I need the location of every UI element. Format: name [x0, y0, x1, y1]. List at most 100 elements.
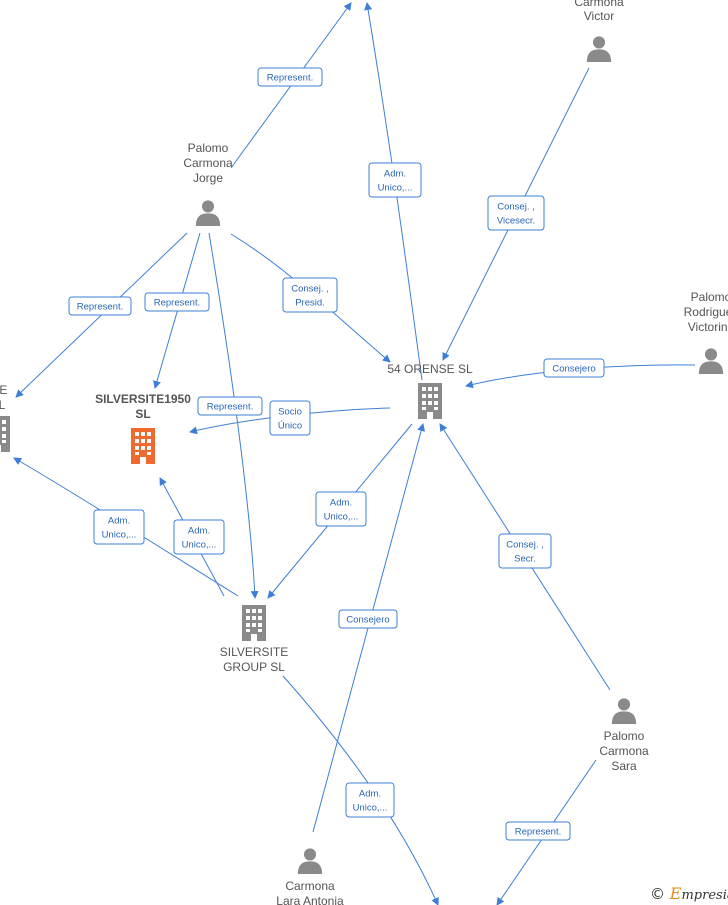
edge-label-box: [505, 821, 571, 841]
company-node[interactable]: 54 ORENSE SL: [387, 362, 473, 419]
node-label: SILVERSITE: [220, 645, 288, 659]
node-label: Carmona: [574, 0, 624, 9]
edge-label-box: [269, 400, 311, 436]
edge-label-box: [487, 195, 545, 231]
edge-label[interactable]: Represent.: [197, 396, 263, 416]
edge-label[interactable]: Consej. , Secr.: [498, 533, 552, 569]
edge-label-box: [338, 609, 398, 629]
edge-label-text: Adm.: [384, 169, 406, 180]
edge-label[interactable]: Consej. , Vicesecr.: [487, 195, 545, 231]
edge-label[interactable]: Consejero: [543, 358, 605, 378]
node-label: Carmona: [599, 744, 649, 758]
node-label: SL: [0, 398, 6, 412]
edge-label[interactable]: Represent.: [144, 292, 210, 312]
edge-label-text: Consej. ,: [291, 284, 329, 295]
node-label: SL: [135, 407, 150, 421]
edge-label-text: Unico,...: [378, 183, 413, 194]
edge-label-text: Represent.: [77, 302, 123, 313]
building-icon: [131, 428, 155, 464]
node-label: Carmona: [183, 156, 233, 170]
person-icon: [698, 348, 724, 374]
edge-label-text: Represent.: [207, 402, 253, 413]
edge-labels-layer: Represent. Adm. Unico,... Consej. , Vicesecr…: [68, 67, 605, 841]
edge-label-text: Unico,...: [102, 530, 137, 541]
edge-label[interactable]: Consejero: [338, 609, 398, 629]
edge-label[interactable]: Consej. , Presid.: [282, 277, 338, 313]
edge-label-box: [173, 519, 225, 555]
edge-label[interactable]: Represent.: [257, 67, 323, 87]
edge-label-text: Represent.: [267, 73, 313, 84]
edge-label-text: Presid.: [295, 298, 325, 309]
person-icon: [611, 698, 637, 724]
edge-label-box: [93, 509, 145, 545]
node-label: Victor: [584, 9, 614, 23]
node-label: Carmona: [285, 879, 335, 893]
edge-label-box: [68, 296, 132, 316]
edge-label-text: Adm.: [188, 526, 210, 537]
edge-line: [364, 2, 423, 381]
edge-label[interactable]: Represent.: [68, 296, 132, 316]
edge-label[interactable]: Adm. Unico,...: [368, 162, 422, 198]
node-label: Lara Antonia: [276, 894, 344, 905]
node-label: Jorge: [193, 171, 223, 185]
edge-label-text: Adm.: [330, 498, 352, 509]
company-node[interactable]: ITESL: [0, 383, 10, 452]
person-node[interactable]: PalomoRodriguezVictorino: [684, 290, 728, 374]
edge-label-text: Unico,...: [182, 540, 217, 551]
node-label: Palomo: [691, 290, 728, 304]
edge-label-box: [345, 782, 395, 818]
edge-label[interactable]: Adm. Unico,...: [93, 509, 145, 545]
building-icon: [0, 416, 10, 452]
person-icon: [586, 36, 612, 62]
edge-label-text: Adm.: [108, 516, 130, 527]
edge-label[interactable]: Represent.: [505, 821, 571, 841]
edge-label-text: Unico,...: [324, 512, 359, 523]
edge-label-text: Adm.: [359, 789, 381, 800]
edge-label[interactable]: Adm. Unico,...: [173, 519, 225, 555]
edge-label-text: Consej. ,: [497, 202, 535, 213]
person-icon: [195, 200, 221, 226]
edge-label-box: [197, 396, 263, 416]
edge-label-text: Socio: [278, 407, 302, 418]
person-icon: [297, 848, 323, 874]
node-label: Rodriguez: [684, 305, 728, 319]
edge-label-text: Vicesecr.: [497, 216, 535, 227]
edge-label[interactable]: Adm. Unico,...: [315, 491, 367, 527]
node-label: GROUP SL: [223, 660, 285, 674]
node-label: Palomo: [604, 729, 645, 743]
edge-label-box: [368, 162, 422, 198]
edge-label-text: Represent.: [154, 298, 200, 309]
edge-label-text: Secr.: [514, 554, 536, 565]
edge-line: [208, 232, 259, 599]
building-icon: [418, 383, 442, 419]
edge-label-text: Consej. ,: [506, 540, 544, 551]
edge-label[interactable]: Adm. Unico,...: [345, 782, 395, 818]
edge-label-box: [257, 67, 323, 87]
edge-label-text: Consejero: [346, 615, 389, 626]
building-icon: [242, 605, 266, 641]
node-label: SILVERSITE1950: [95, 392, 191, 406]
edge-label-box: [498, 533, 552, 569]
edge-label-text: Consejero: [552, 364, 595, 375]
edge-label-box: [543, 358, 605, 378]
edge-label-text: Unico,...: [353, 803, 388, 814]
copyright-symbol: ©: [650, 885, 665, 903]
node-label: Sara: [611, 759, 637, 773]
node-label: Palomo: [188, 141, 229, 155]
empresia-watermark: © Empresia: [650, 884, 728, 903]
edge-label-text: Único: [278, 421, 302, 432]
empresia-logo: Empresia: [669, 884, 728, 903]
node-label: ITE: [0, 383, 7, 397]
edge-label-box: [282, 277, 338, 313]
edge-label-box: [315, 491, 367, 527]
node-label: 54 ORENSE SL: [387, 362, 473, 376]
